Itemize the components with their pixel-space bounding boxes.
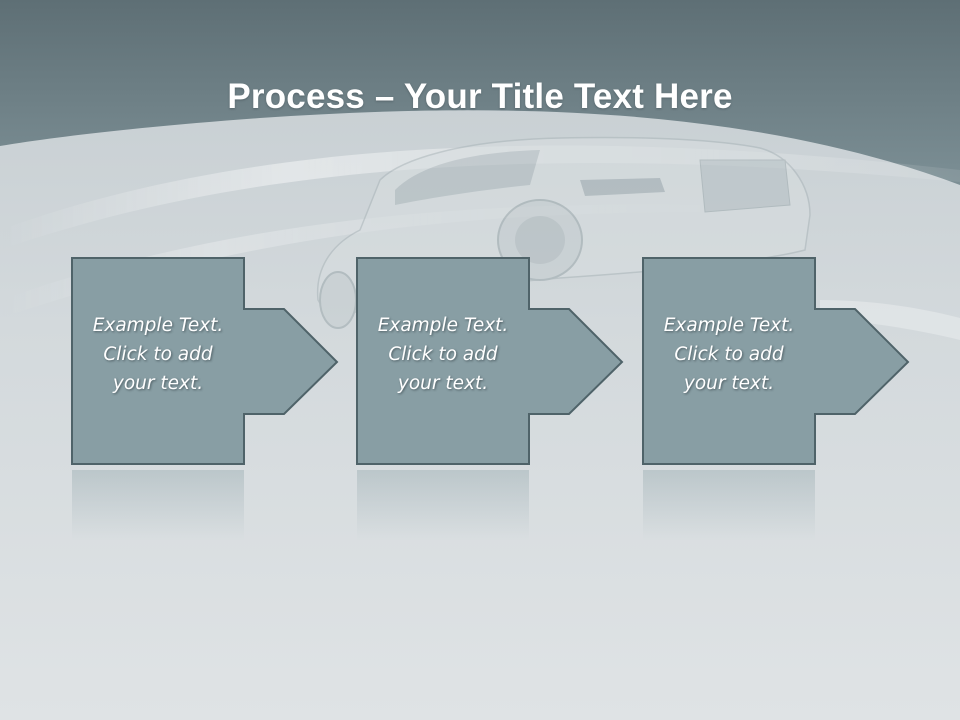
step-text-line: your text. xyxy=(683,373,775,394)
step-text-3[interactable]: Example Text. Click to add your text. xyxy=(643,311,815,398)
process-step-3[interactable] xyxy=(642,257,910,540)
step-arrow-shape xyxy=(356,257,624,465)
step-text-line: Example Text. xyxy=(92,315,224,336)
step-reflection xyxy=(643,470,815,540)
step-text-line: Example Text. xyxy=(663,315,795,336)
process-step-1[interactable] xyxy=(71,257,339,540)
step-text-line: Click to add xyxy=(388,344,498,365)
step-arrow-shape xyxy=(642,257,910,465)
step-text-1[interactable]: Example Text. Click to add your text. xyxy=(72,311,244,398)
step-text-2[interactable]: Example Text. Click to add your text. xyxy=(357,311,529,398)
step-text-line: your text. xyxy=(112,373,204,394)
step-text-line: Click to add xyxy=(103,344,213,365)
step-text-line: Click to add xyxy=(674,344,784,365)
step-text-line: Example Text. xyxy=(377,315,509,336)
step-arrow-shape xyxy=(71,257,339,465)
title-rest-part: – Your Title Text Here xyxy=(364,77,733,117)
header-band xyxy=(0,0,960,185)
slide-title[interactable]: Process – Your Title Text Here xyxy=(0,75,960,119)
step-text-line: your text. xyxy=(397,373,489,394)
process-step-2[interactable] xyxy=(356,257,624,540)
title-bold-part: Process xyxy=(227,77,365,117)
step-reflection xyxy=(357,470,529,540)
step-reflection xyxy=(72,470,244,540)
